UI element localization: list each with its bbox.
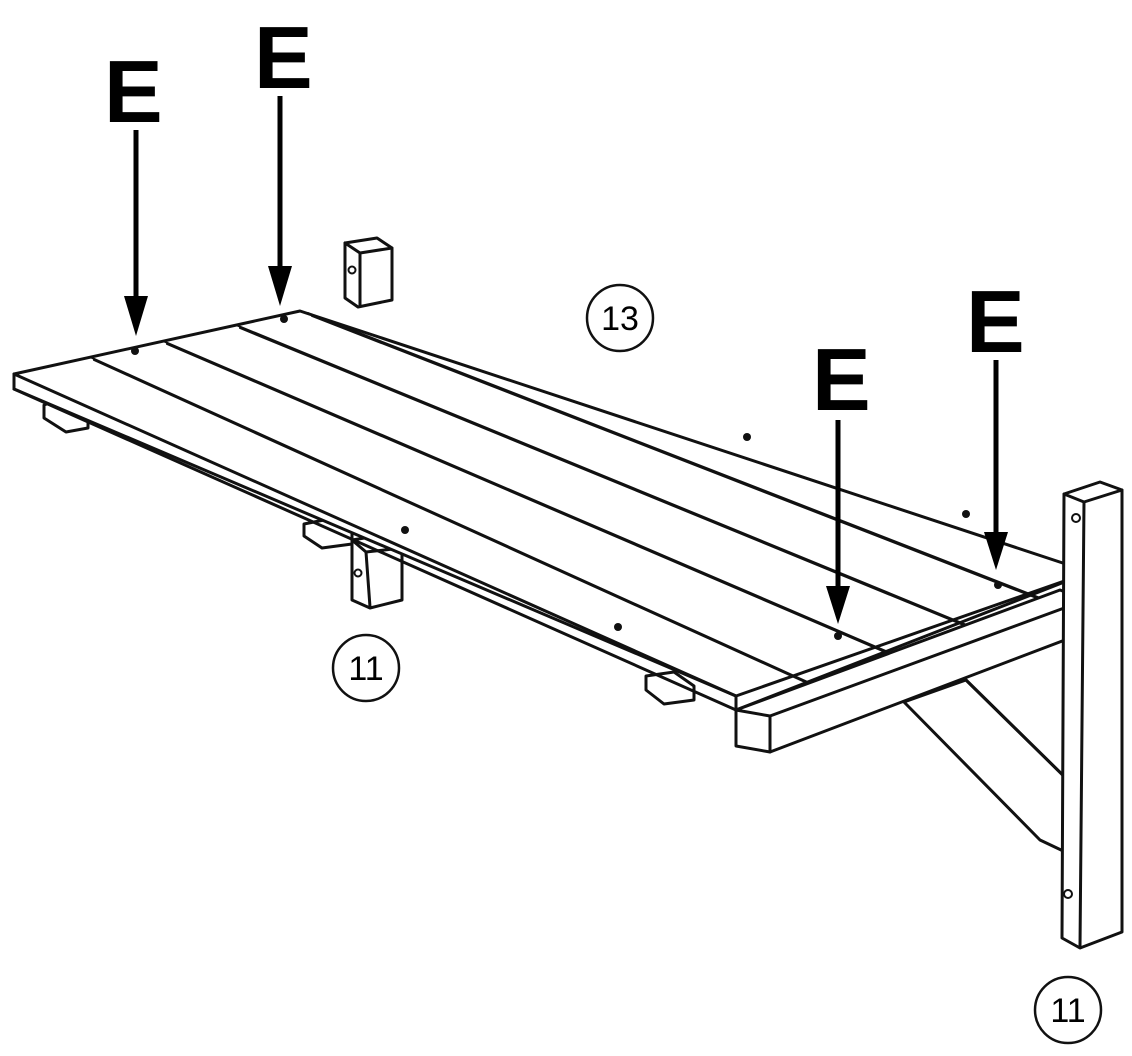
callout-support-right: 11 — [1033, 975, 1103, 1045]
fastener-label-e: E — [812, 330, 871, 429]
back-left-post — [343, 236, 394, 309]
front-left-support — [350, 532, 404, 610]
fastener-label-e: E — [104, 42, 163, 141]
seat-top — [12, 309, 1092, 712]
fastener-label-e: E — [254, 8, 313, 107]
part-number: 11 — [1050, 992, 1085, 1030]
fastener-label-e: E — [966, 272, 1025, 371]
callout-support-front: 11 — [331, 633, 401, 703]
part-number: 13 — [601, 300, 639, 338]
callout-seat-top: 13 — [585, 283, 655, 353]
fastener-arrows — [124, 96, 1008, 624]
part-number: 11 — [348, 650, 383, 688]
right-support-frame — [734, 480, 1124, 950]
